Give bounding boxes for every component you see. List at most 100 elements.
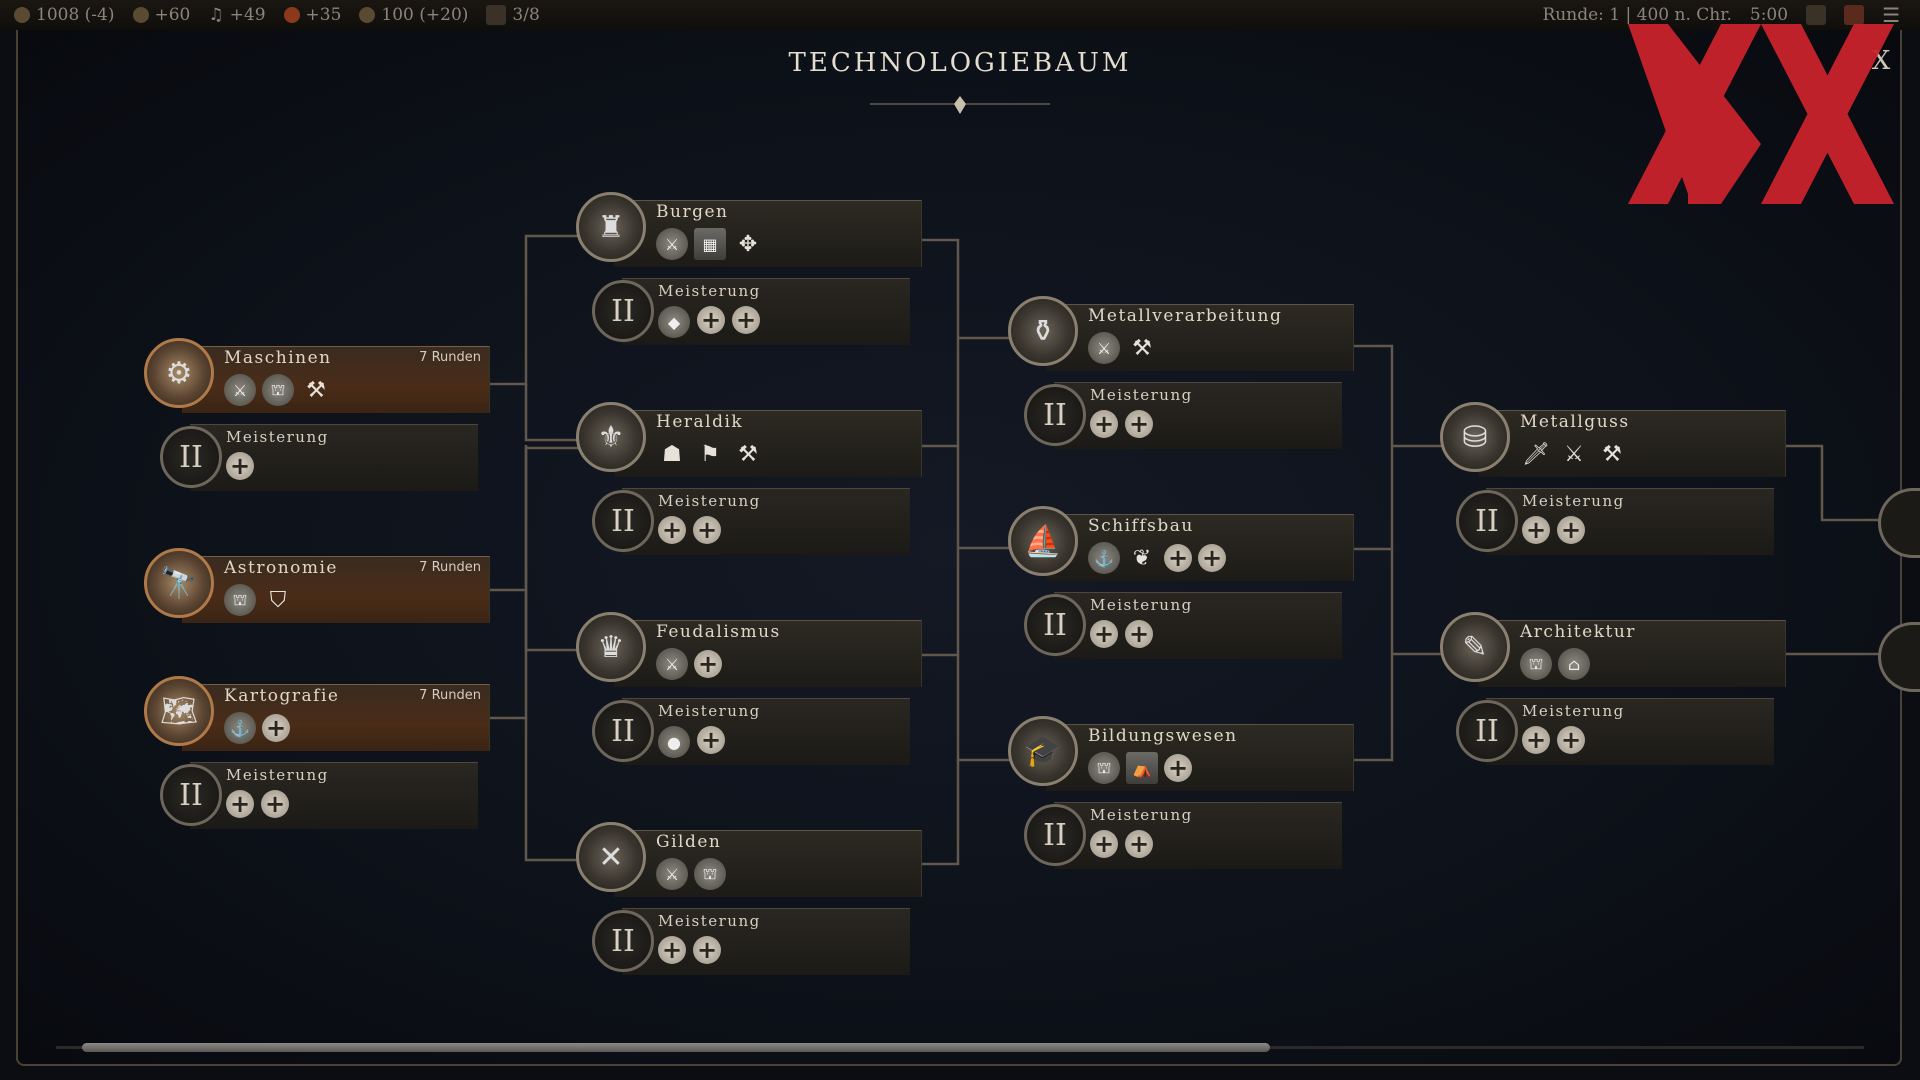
axes-icon[interactable]: ⚔ xyxy=(1564,441,1584,467)
plus-icon[interactable]: + xyxy=(1522,516,1550,544)
crossbow-icon[interactable]: ⚒ xyxy=(1132,335,1152,361)
mastery-kartografie[interactable]: II Meisterung ++ xyxy=(160,762,478,829)
mastery-heraldik[interactable]: II Meisterung ++ xyxy=(592,488,910,555)
tech-maschinen[interactable]: ⚙ Maschinen 7 Runden ⚔⛫⚒ xyxy=(144,338,490,424)
diplomacy-icon[interactable] xyxy=(1806,5,1827,25)
plus-icon[interactable]: + xyxy=(262,714,290,742)
culture-resource[interactable]: ♫+49 xyxy=(208,5,266,25)
gold-resource[interactable]: 1008 (-4) xyxy=(14,5,115,25)
tech-schiffsbau[interactable]: ⛵ Schiffsbau ⚓❦++ xyxy=(1008,506,1354,592)
mastery-icon: II xyxy=(592,910,654,972)
plus-icon[interactable]: + xyxy=(1522,726,1550,754)
mastery-bildungswesen[interactable]: II Meisterung ++ xyxy=(1024,802,1342,869)
building-icon[interactable]: ⛫ xyxy=(1520,648,1552,680)
plus-icon[interactable]: + xyxy=(1198,544,1226,572)
plus-icon[interactable]: + xyxy=(1090,620,1118,648)
tech-metallverarbeitung[interactable]: ⚱ Metallverarbeitung ⚔⚒ xyxy=(1008,296,1354,382)
unit-icon[interactable]: ⚔ xyxy=(656,858,688,890)
plus-icon[interactable]: + xyxy=(697,306,725,334)
production-resource[interactable]: +60 xyxy=(132,5,190,25)
mastery-icon: II xyxy=(592,280,654,342)
plus-icon[interactable]: + xyxy=(1557,726,1585,754)
mastery-icon: II xyxy=(1024,804,1086,866)
mastery-architektur[interactable]: II Meisterung ++ xyxy=(1456,698,1774,765)
castle-icon: ♜ xyxy=(576,192,646,262)
plus-icon[interactable]: + xyxy=(693,936,721,964)
monument-icon[interactable]: ⛺ xyxy=(1126,752,1158,784)
plus-icon[interactable]: + xyxy=(1125,830,1153,858)
globe-icon xyxy=(359,7,376,23)
plus-icon[interactable]: + xyxy=(1125,410,1153,438)
dome-icon[interactable]: ⌂ xyxy=(1558,648,1590,680)
resource-icon[interactable]: ● xyxy=(658,726,690,758)
mastery-icon: II xyxy=(592,700,654,762)
help-icon[interactable] xyxy=(1844,5,1865,25)
drop-icon xyxy=(132,7,149,23)
unit-icon[interactable]: ⚔ xyxy=(656,648,688,680)
leaf-icon[interactable]: ❦ xyxy=(1132,545,1152,571)
mastery-icon: II xyxy=(1024,384,1086,446)
plus-icon[interactable]: + xyxy=(226,790,254,818)
cities-resource[interactable]: 3/8 xyxy=(486,5,540,25)
unit-icon[interactable]: ⚔ xyxy=(1088,332,1120,364)
mastery-maschinen[interactable]: II Meisterung + xyxy=(160,424,478,491)
mastery-icon: II xyxy=(1456,490,1518,552)
city-icon xyxy=(486,5,507,25)
building-icon[interactable]: ⛫ xyxy=(262,374,294,406)
plus-icon[interactable]: + xyxy=(658,936,686,964)
mastery-burgen[interactable]: II Meisterung ◆++ xyxy=(592,278,910,345)
unit-icon[interactable]: ⚔ xyxy=(224,374,256,406)
shield-icon[interactable]: ⛉ xyxy=(269,587,287,613)
plus-icon[interactable]: + xyxy=(1090,830,1118,858)
tech-gilden[interactable]: ✕ Gilden ⚔⛫ xyxy=(576,822,922,908)
helmet-icon[interactable]: ☗ xyxy=(662,441,682,467)
unit-icon[interactable]: ⚓ xyxy=(1088,542,1120,574)
tech-metallguss[interactable]: ⛁ Metallguss 🗡⚔⚒ xyxy=(1440,402,1786,488)
resource-icon[interactable]: ◆ xyxy=(658,306,690,338)
scrollbar-thumb[interactable] xyxy=(82,1043,1270,1052)
hammer-icon[interactable]: ⚒ xyxy=(738,441,758,467)
menu-icon[interactable]: ☰ xyxy=(1882,3,1900,27)
anvil-icon: ⚱ xyxy=(1008,296,1078,366)
catapult-icon[interactable]: ⚒ xyxy=(306,377,326,403)
plus-icon[interactable]: + xyxy=(693,516,721,544)
ballista-icon[interactable]: ✥ xyxy=(738,231,758,257)
faith-resource[interactable]: +35 xyxy=(283,5,341,25)
plus-icon[interactable]: + xyxy=(1125,620,1153,648)
unit-icon[interactable]: ⚓ xyxy=(224,712,256,744)
plus-icon[interactable]: + xyxy=(261,790,289,818)
mastery-icon: II xyxy=(160,764,222,826)
unit-icon[interactable]: ⚔ xyxy=(656,228,688,260)
tech-bildungswesen[interactable]: 🎓 Bildungswesen ⛫⛺+ xyxy=(1008,716,1354,802)
tech-kartografie[interactable]: 🗺 Kartografie 7 Runden ⚓+ xyxy=(144,676,490,762)
mastery-metallguss[interactable]: II Meisterung ++ xyxy=(1456,488,1774,555)
plus-icon[interactable]: + xyxy=(1164,544,1192,572)
influence-resource[interactable]: 100 (+20) xyxy=(359,5,468,25)
plus-icon[interactable]: + xyxy=(1557,516,1585,544)
tech-feudalismus[interactable]: ♛ Feudalismus ⚔+ xyxy=(576,612,922,698)
mastery-icon: II xyxy=(1456,700,1518,762)
mastery-feudalismus[interactable]: II Meisterung ●+ xyxy=(592,698,910,765)
mastery-gilden[interactable]: II Meisterung ++ xyxy=(592,908,910,975)
flag-icon[interactable]: ⚑ xyxy=(700,441,720,467)
building-icon[interactable]: ⛫ xyxy=(224,584,256,616)
plus-icon[interactable]: + xyxy=(658,516,686,544)
building-icon[interactable]: ⛫ xyxy=(1088,752,1120,784)
wall-icon[interactable]: ▦ xyxy=(694,228,726,260)
tech-architektur[interactable]: ✎ Architektur ⛫⌂ xyxy=(1440,612,1786,698)
plus-icon[interactable]: + xyxy=(697,726,725,754)
plus-icon[interactable]: + xyxy=(694,650,722,678)
hammer-icon[interactable]: ⚒ xyxy=(1602,441,1622,467)
sword-icon[interactable]: 🗡 xyxy=(1522,441,1550,467)
tech-burgen[interactable]: ♜ Burgen ⚔▦✥ xyxy=(576,192,922,278)
tech-astronomie[interactable]: 🔭 Astronomie 7 Runden ⛫⛉ xyxy=(144,548,490,634)
plus-icon[interactable]: + xyxy=(732,306,760,334)
plus-icon[interactable]: + xyxy=(1164,754,1192,782)
gold-icon xyxy=(14,7,30,23)
tech-heraldik[interactable]: ⚜ Heraldik ☗⚑⚒ xyxy=(576,402,922,488)
plus-icon[interactable]: + xyxy=(1090,410,1118,438)
plus-icon[interactable]: + xyxy=(226,452,254,480)
mastery-metallverarbeitung[interactable]: II Meisterung ++ xyxy=(1024,382,1342,449)
building-icon[interactable]: ⛫ xyxy=(694,858,726,890)
mastery-schiffsbau[interactable]: II Meisterung ++ xyxy=(1024,592,1342,659)
